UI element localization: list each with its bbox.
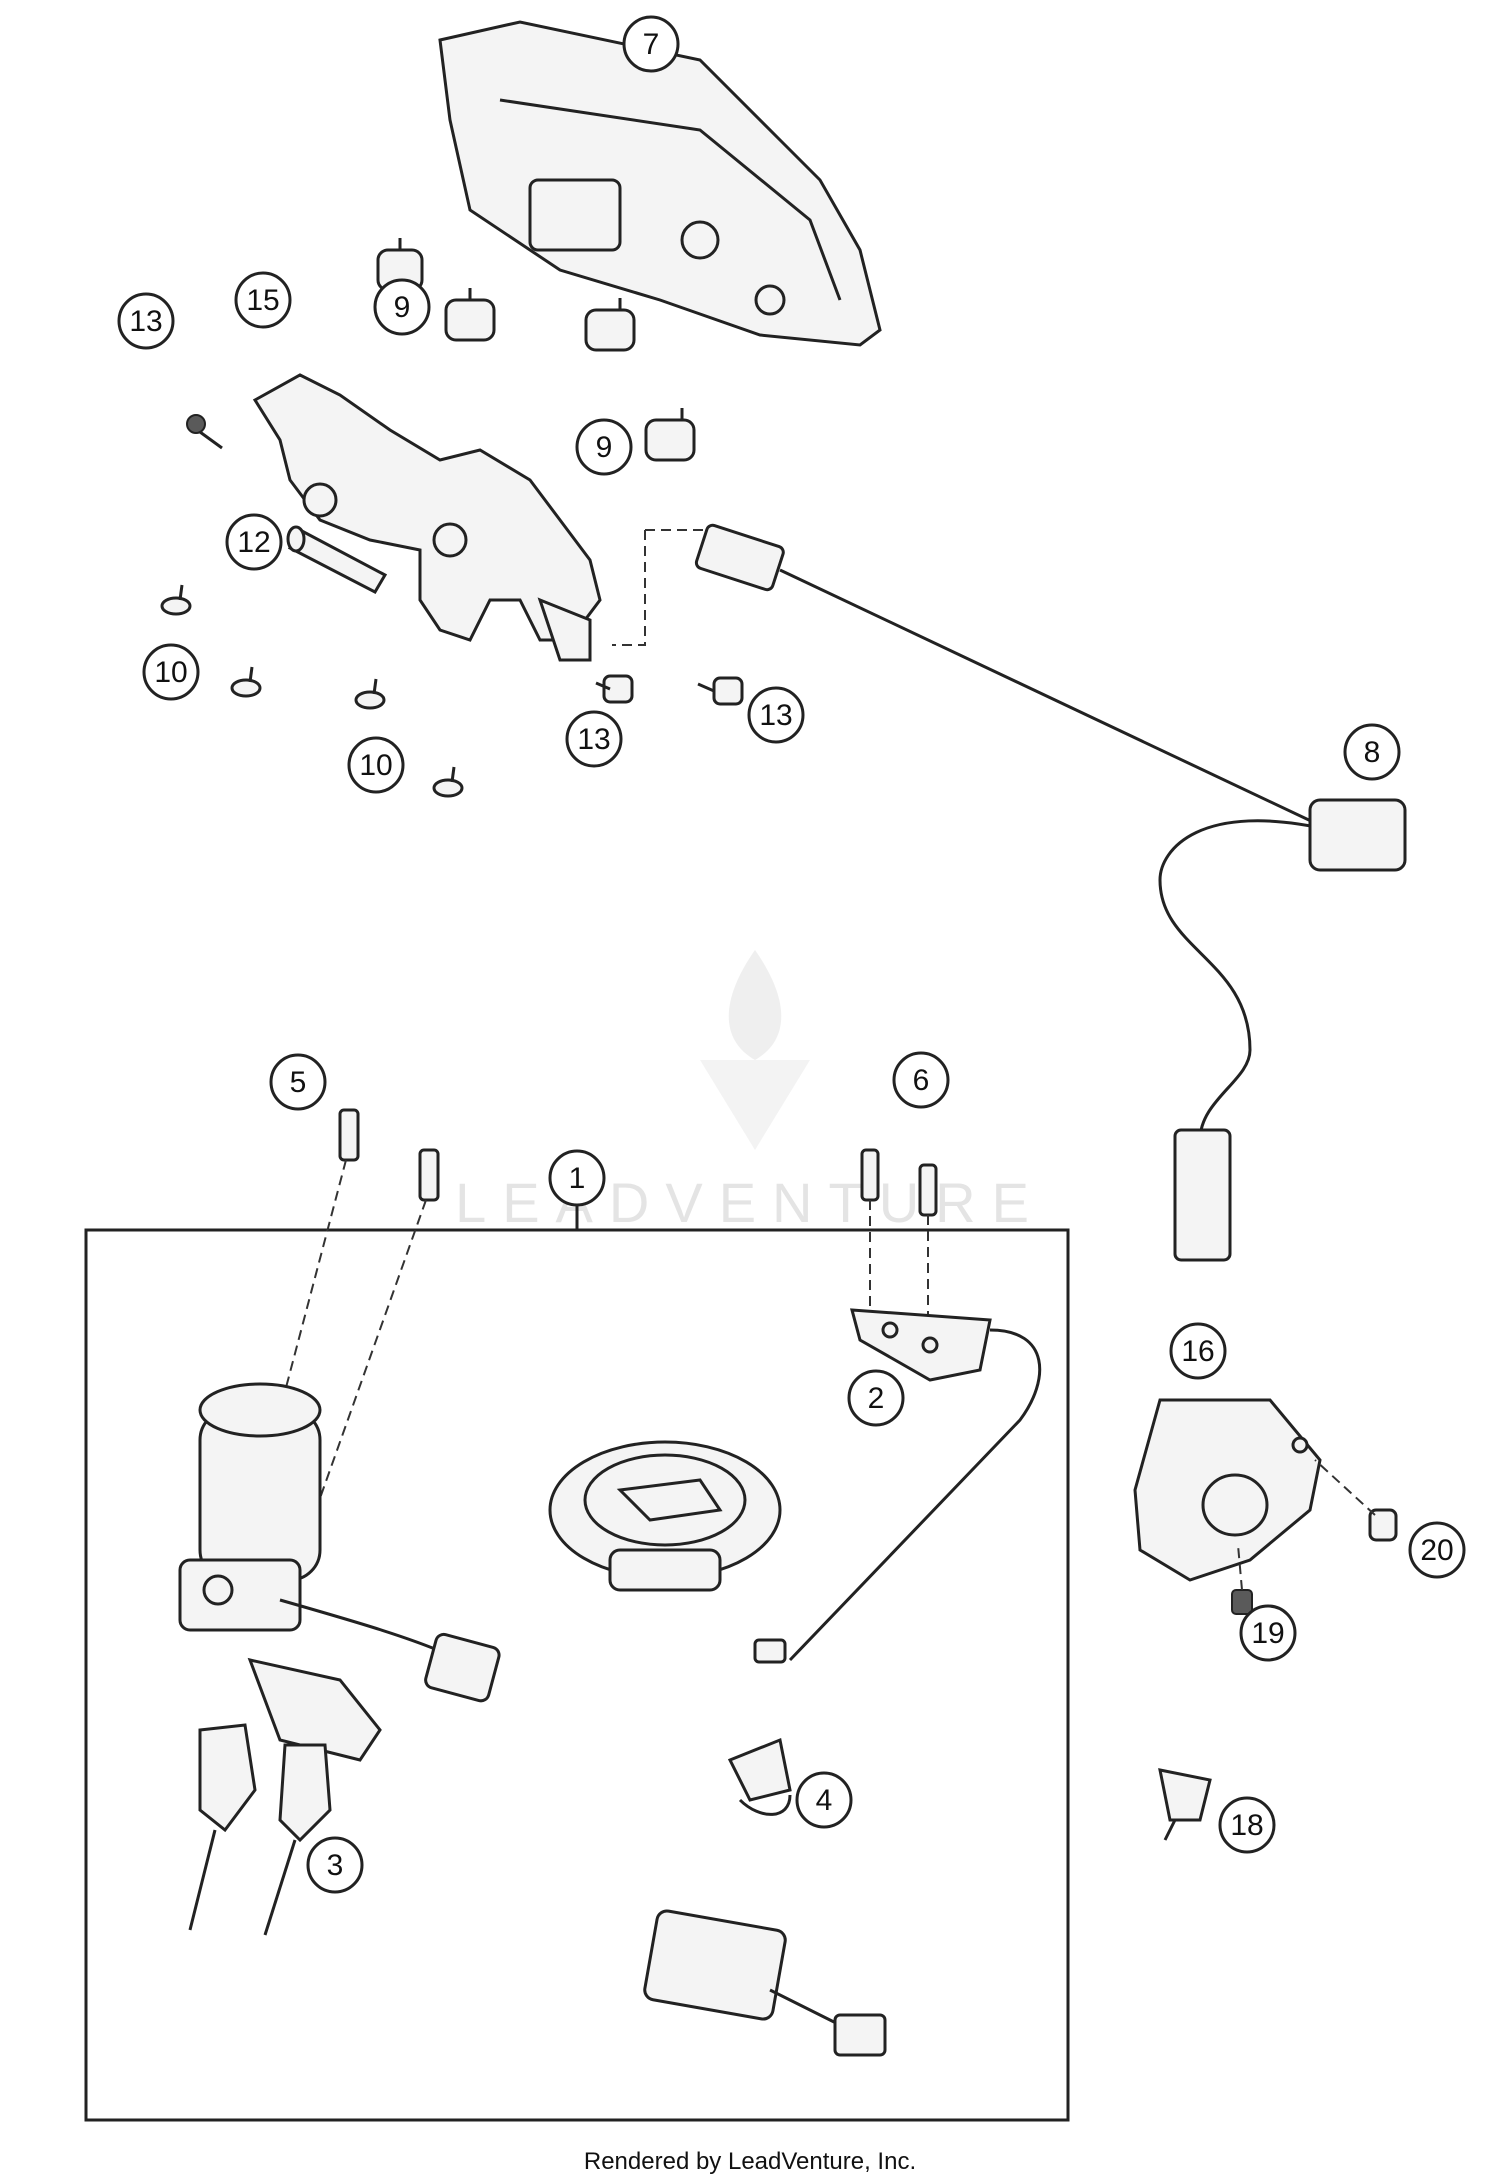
callout-7: 7 <box>622 15 680 73</box>
callout-label: 13 <box>577 723 610 756</box>
screw-20 <box>1314 1459 1398 1542</box>
callout-label: 20 <box>1420 1534 1453 1567</box>
screw-19 <box>1231 1544 1253 1615</box>
callout-4: 4 <box>795 1771 853 1829</box>
callout-label: 16 <box>1181 1335 1214 1368</box>
screw-13a <box>186 414 223 450</box>
ignition-lock <box>178 1382 501 1703</box>
callout-16: 16 <box>1169 1322 1227 1380</box>
connector-plug <box>643 1909 887 2057</box>
screw-10a <box>160 584 192 616</box>
callout-20: 20 <box>1408 1521 1466 1579</box>
callout-label: 9 <box>394 291 411 324</box>
callout-label: 1 <box>569 1162 586 1195</box>
callout-2: 2 <box>847 1369 905 1427</box>
callout-circle <box>548 1149 606 1207</box>
screw-13c <box>697 676 744 706</box>
callout-label: 5 <box>290 1066 307 1099</box>
key-1 <box>188 1723 257 1931</box>
callout-circle <box>847 1369 905 1427</box>
callout-label: 7 <box>643 28 660 61</box>
callout-15: 15 <box>234 271 292 329</box>
screw-5a <box>229 1108 360 1601</box>
callout-3: 3 <box>306 1836 364 1894</box>
callout-circle <box>234 271 292 329</box>
callout-label: 19 <box>1251 1617 1284 1650</box>
callout-circle <box>225 513 283 571</box>
callout-circle <box>1239 1604 1297 1662</box>
callout-9: 9 <box>575 418 633 476</box>
callout-label: 13 <box>759 699 792 732</box>
callout-13: 13 <box>747 686 805 744</box>
screw-6a <box>860 1148 880 1310</box>
callout-circle <box>269 1053 327 1111</box>
footer-credit: Rendered by LeadVenture, Inc. <box>583 2148 917 2175</box>
grommet-group <box>376 238 696 462</box>
callout-label: 13 <box>129 305 162 338</box>
sensor-2 <box>753 1308 1042 1664</box>
screw-10c <box>354 678 386 710</box>
lock-housing-16 <box>1133 1398 1322 1582</box>
callout-circle <box>795 1771 853 1829</box>
callout-label: 6 <box>913 1064 930 1097</box>
clip-4 <box>727 1737 792 1816</box>
callout-circle <box>347 736 405 794</box>
callout-circle <box>1218 1796 1276 1854</box>
callout-10: 10 <box>347 736 405 794</box>
callout-circle <box>1408 1521 1466 1579</box>
watermark-text: LEADVENTURE <box>455 1171 1045 1234</box>
callout-label: 15 <box>246 284 279 317</box>
callout-label: 18 <box>1230 1809 1263 1842</box>
key-blank <box>247 1657 382 1762</box>
screw-5b <box>297 1148 440 1561</box>
callout-circle <box>1169 1322 1227 1380</box>
screw-6b <box>918 1163 938 1330</box>
callout-5: 5 <box>269 1053 327 1111</box>
wiring-harness <box>612 523 1407 1262</box>
screw-10b <box>230 666 262 698</box>
callout-label: 3 <box>327 1849 344 1882</box>
callout-10: 10 <box>142 643 200 701</box>
fuel-cap <box>548 1440 782 1592</box>
key-2 <box>263 1743 332 1936</box>
callout-label: 9 <box>596 431 613 464</box>
callout-label: 12 <box>237 526 270 559</box>
mounting-bracket <box>252 373 602 662</box>
callout-circle <box>575 418 633 476</box>
screw-13b <box>595 674 634 704</box>
callout-13: 13 <box>117 292 175 350</box>
callout-label: 2 <box>868 1382 885 1415</box>
watermark-logo <box>700 950 810 1150</box>
callout-13: 13 <box>565 710 623 768</box>
callout-label: 10 <box>154 656 187 689</box>
callout-8: 8 <box>1343 723 1401 781</box>
callout-circle <box>306 1836 364 1894</box>
callout-circle <box>142 643 200 701</box>
clip-18 <box>1158 1768 1212 1841</box>
instrument-cluster <box>438 20 882 347</box>
callout-label: 4 <box>816 1784 833 1817</box>
pin <box>286 525 388 594</box>
callout-circle <box>747 686 805 744</box>
callout-label: 8 <box>1364 736 1381 769</box>
callout-circle <box>373 278 431 336</box>
callout-circle <box>622 15 680 73</box>
callout-1: 1 <box>548 1149 606 1207</box>
callout-circle <box>117 292 175 350</box>
callout-6: 6 <box>892 1051 950 1109</box>
callout-circle <box>892 1051 950 1109</box>
callout-circle <box>565 710 623 768</box>
callout-12: 12 <box>225 513 283 571</box>
callout-label: 10 <box>359 749 392 782</box>
callout-18: 18 <box>1218 1796 1276 1854</box>
callout-9: 9 <box>373 278 431 336</box>
callout-circle <box>1343 723 1401 781</box>
screw-10d <box>432 766 464 798</box>
callout-19: 19 <box>1239 1604 1297 1662</box>
